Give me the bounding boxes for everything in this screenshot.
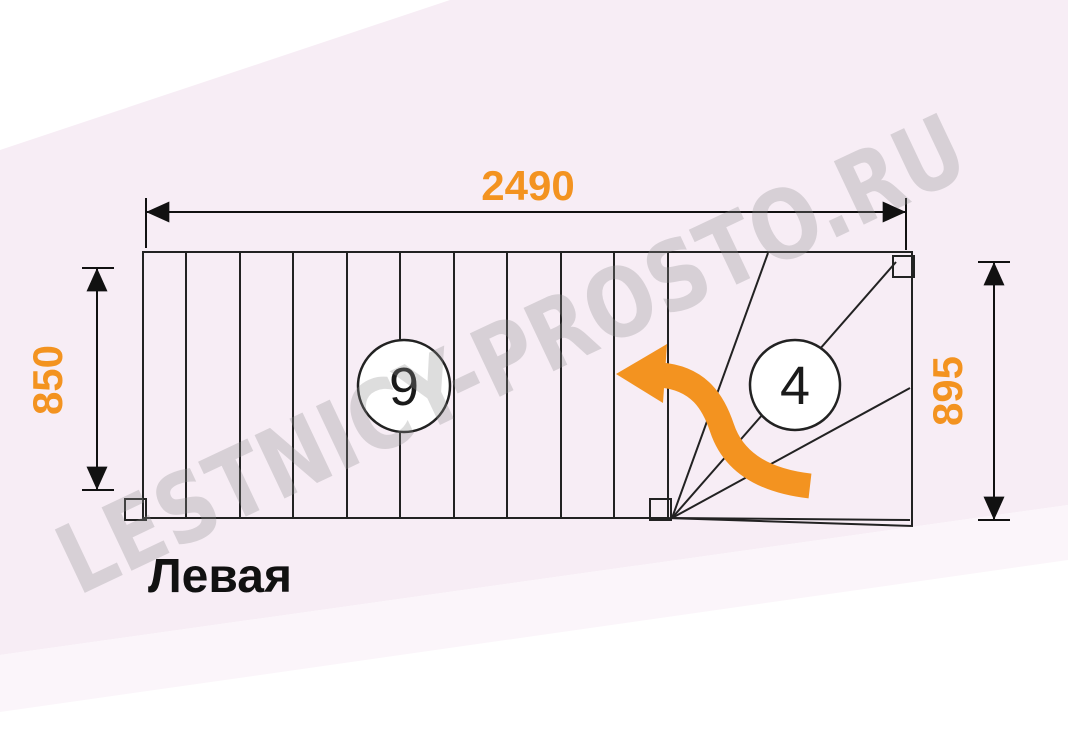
- background-pale-band: [0, 505, 1068, 712]
- dimension-left: 850: [24, 267, 114, 491]
- post-bottom-middle: [649, 498, 672, 521]
- newel-posts: [124, 255, 915, 521]
- turn-direction-arrow: [616, 344, 812, 499]
- dimension-top: 2490: [145, 162, 907, 250]
- dimension-right-label: 895: [924, 356, 971, 426]
- dimension-right: 895: [924, 261, 1010, 521]
- post-top-right: [892, 255, 915, 278]
- staircase: 9: [124, 251, 915, 528]
- background-white-top-left: [0, 0, 450, 150]
- step-count-straight: 9: [356, 338, 452, 434]
- straight-flight-count: 9: [389, 357, 419, 417]
- plan-caption: Левая: [148, 550, 292, 603]
- circle-winder: [748, 338, 842, 432]
- circle-straight-flight: [356, 338, 452, 434]
- winder-outline: [667, 251, 913, 528]
- turn-arrow-head: [616, 344, 667, 403]
- winder-count: 4: [780, 356, 810, 416]
- dimension-top-label: 2490: [481, 162, 574, 209]
- step-count-winder: 4: [748, 338, 842, 432]
- post-bottom-left: [124, 498, 147, 521]
- dimension-left-label: 850: [24, 345, 71, 415]
- turn-arrow-body: [658, 362, 812, 499]
